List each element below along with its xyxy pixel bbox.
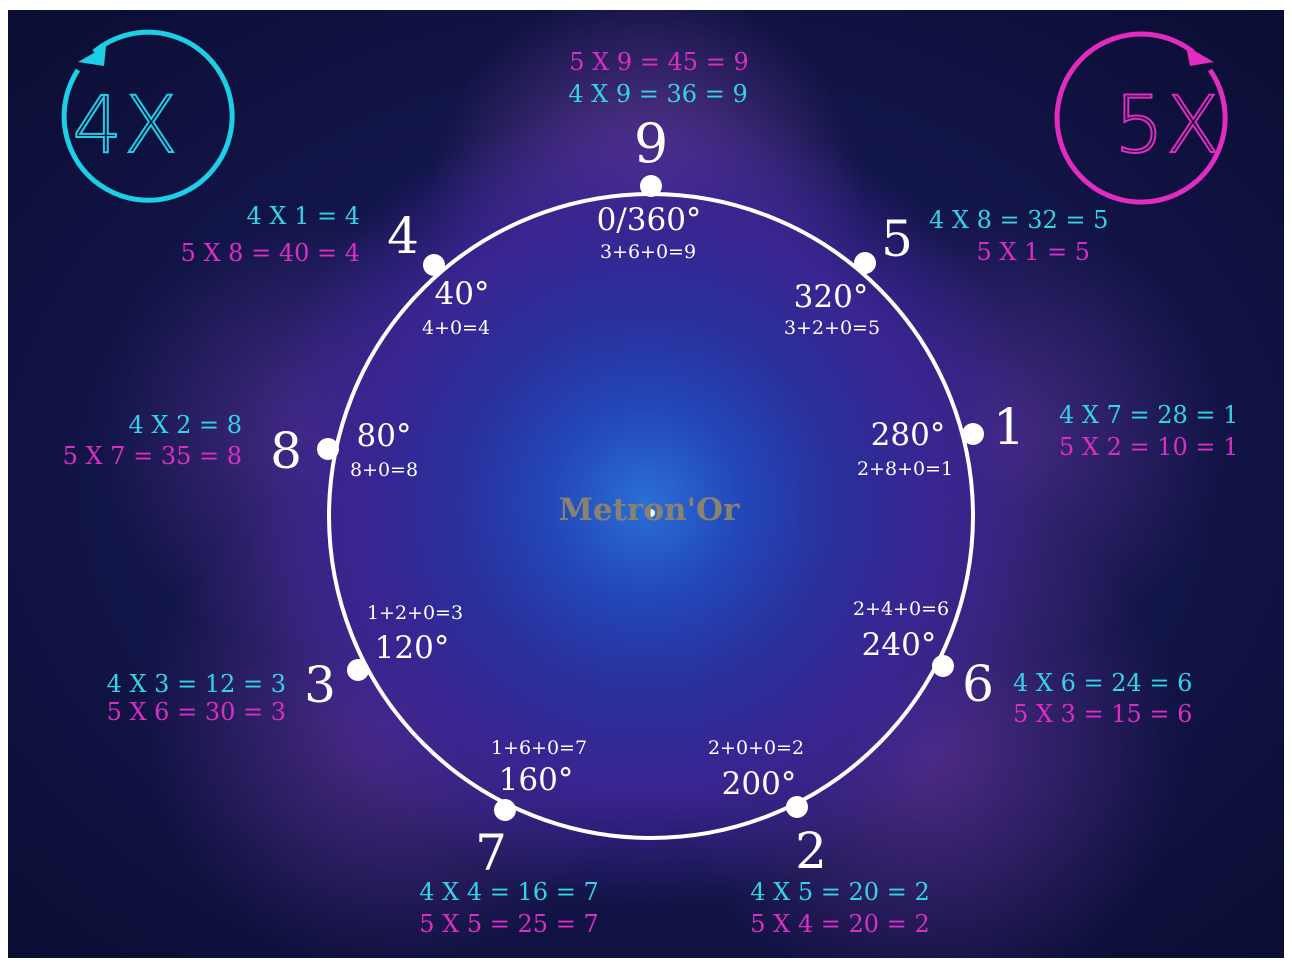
node-digit-sum: 2+0+0=2	[708, 737, 804, 759]
node-eq-cyan: 4 X 6 = 24 = 6	[1013, 669, 1192, 697]
node-digit-sum: 1+6+0=7	[491, 737, 587, 759]
badge-5x: 5X	[1054, 31, 1228, 205]
node-4: 4 40° 4+0=4 4 X 1 = 4 5 X 8 = 40 = 4	[181, 202, 490, 339]
node-dot	[640, 175, 662, 197]
node-degrees: 160°	[499, 762, 574, 798]
node-1: 1 280° 2+8+0=1 4 X 7 = 28 = 1 5 X 2 = 10…	[857, 398, 1239, 480]
node-7: 7 160° 1+6+0=7 4 X 4 = 16 = 7 5 X 5 = 25…	[419, 737, 598, 938]
node-eq-cyan: 4 X 1 = 4	[246, 202, 360, 230]
node-eq-cyan: 4 X 9 = 36 = 9	[568, 80, 747, 108]
node-dot	[317, 438, 339, 460]
node-digit-sum: 4+0=4	[422, 317, 490, 339]
node-eq-magenta: 5 X 6 = 30 = 3	[107, 698, 286, 726]
node-eq-cyan: 4 X 3 = 12 = 3	[107, 670, 286, 698]
circle-diagram: Metron'Or 4X 5X 9 0/360° 3+6+0=9 5 X 9 =…	[61, 29, 1239, 938]
node-2: 2 200° 2+0+0=2 4 X 5 = 20 = 2 5 X 4 = 20…	[708, 737, 930, 938]
node-number: 6	[962, 655, 994, 713]
node-eq-cyan: 4 X 5 = 20 = 2	[750, 878, 929, 906]
badge-5x-arrow-icon	[1186, 46, 1214, 66]
node-degrees: 120°	[375, 630, 450, 666]
node-number: 2	[795, 822, 827, 880]
node-degrees: 320°	[794, 279, 869, 315]
badge-4x-arrow-icon	[78, 46, 106, 66]
node-eq-magenta: 5 X 1 = 5	[976, 238, 1090, 266]
node-3: 3 120° 1+2+0=3 4 X 3 = 12 = 3 5 X 6 = 30…	[107, 602, 464, 726]
node-8: 8 80° 8+0=8 4 X 2 = 8 5 X 7 = 35 = 8	[63, 411, 418, 481]
node-dot	[423, 254, 445, 276]
node-degrees: 200°	[722, 766, 797, 802]
node-digit-sum: 2+8+0=1	[857, 458, 953, 480]
node-eq-cyan: 4 X 7 = 28 = 1	[1059, 401, 1238, 429]
center-label: Metron'Or	[559, 492, 740, 528]
center-dot	[647, 509, 655, 517]
node-eq-magenta: 5 X 2 = 10 = 1	[1059, 433, 1238, 461]
node-eq-magenta: 5 X 4 = 20 = 2	[750, 910, 929, 938]
node-degrees: 240°	[862, 627, 937, 663]
diagram-background: Metron'Or 4X 5X 9 0/360° 3+6+0=9 5 X 9 =…	[8, 10, 1284, 958]
node-number: 1	[993, 398, 1025, 456]
node-number: 3	[304, 656, 336, 714]
node-digit-sum: 2+4+0=6	[853, 598, 949, 620]
node-eq-magenta: 5 X 8 = 40 = 4	[181, 239, 360, 267]
node-dot	[347, 659, 369, 681]
node-number: 8	[270, 422, 302, 480]
node-number: 5	[881, 210, 913, 268]
node-degrees: 280°	[871, 417, 946, 453]
node-dot	[786, 796, 808, 818]
node-6: 6 240° 2+4+0=6 4 X 6 = 24 = 6 5 X 3 = 15…	[853, 598, 1193, 728]
node-eq-cyan: 4 X 4 = 16 = 7	[419, 878, 598, 906]
node-digit-sum: 3+6+0=9	[600, 241, 696, 263]
node-dot	[962, 423, 984, 445]
node-9: 9 0/360° 3+6+0=9 5 X 9 = 45 = 9 4 X 9 = …	[568, 48, 748, 263]
node-eq-magenta: 5 X 3 = 15 = 6	[1013, 700, 1192, 728]
badge-4x-label: 4X	[72, 81, 179, 171]
badge-5x-label: 5X	[1114, 81, 1221, 171]
node-digit-sum: 8+0=8	[350, 459, 418, 481]
node-number: 7	[475, 824, 507, 882]
node-degrees: 40°	[435, 276, 490, 312]
node-eq-magenta: 5 X 5 = 25 = 7	[419, 910, 598, 938]
node-number: 9	[634, 112, 668, 175]
node-eq-magenta: 5 X 9 = 45 = 9	[569, 48, 748, 76]
badge-4x: 4X	[61, 29, 235, 203]
node-eq-magenta: 5 X 7 = 35 = 8	[63, 442, 242, 470]
node-digit-sum: 1+2+0=3	[367, 602, 463, 624]
badge-4x-ring	[61, 29, 235, 203]
node-eq-cyan: 4 X 2 = 8	[128, 411, 242, 439]
node-eq-cyan: 4 X 8 = 32 = 5	[929, 206, 1108, 234]
node-degrees: 80°	[357, 418, 412, 454]
node-dot	[932, 655, 954, 677]
node-dot	[494, 799, 516, 821]
node-5: 5 320° 3+2+0=5 4 X 8 = 32 = 5 5 X 1 = 5	[784, 206, 1109, 339]
node-dot	[854, 252, 876, 274]
node-digit-sum: 3+2+0=5	[784, 317, 880, 339]
badge-5x-ring	[1054, 31, 1228, 205]
node-number: 4	[387, 207, 419, 265]
node-degrees: 0/360°	[597, 202, 702, 238]
